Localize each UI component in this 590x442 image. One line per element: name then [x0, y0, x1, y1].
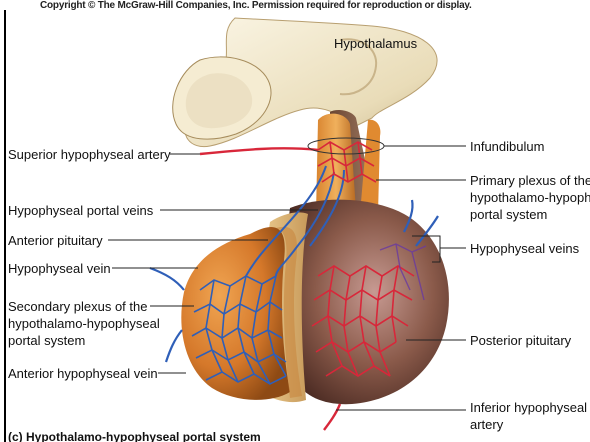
label-hypophyseal-portal-veins: Hypophyseal portal veins	[8, 203, 153, 218]
label-primary-plexus-line1: Primary plexus of the	[470, 173, 590, 188]
label-posterior-pituitary: Posterior pituitary	[470, 333, 571, 348]
posterior-pituitary-lobe	[283, 200, 449, 405]
label-anterior-pituitary: Anterior pituitary	[8, 233, 103, 248]
inferior-hypophyseal-artery-vessel	[324, 404, 340, 430]
label-primary-plexus-line3: portal system	[470, 207, 547, 222]
label-hypothalamus: Hypothalamus	[334, 36, 417, 51]
label-anterior-hypophyseal-vein: Anterior hypophyseal vein	[8, 366, 158, 381]
label-secondary-plexus-line3: portal system	[8, 333, 85, 348]
label-hypophyseal-veins: Hypophyseal veins	[470, 241, 579, 256]
label-inferior-hypophyseal-artery-line2: artery	[470, 417, 503, 432]
label-secondary-plexus-line2: hypothalamo-hypophyseal	[8, 316, 160, 331]
label-inferior-hypophyseal-artery-line1: Inferior hypophyseal	[470, 400, 587, 415]
label-secondary-plexus-line1: Secondary plexus of the	[8, 299, 147, 314]
superior-hypophyseal-artery-vessel	[200, 148, 318, 154]
label-superior-hypophyseal-artery: Superior hypophyseal artery	[8, 147, 171, 162]
copyright-notice: Copyright © The McGraw-Hill Companies, I…	[40, 0, 560, 11]
figure-caption: (c) Hypothalamo-hypophyseal portal syste…	[8, 430, 261, 442]
label-hypophyseal-vein: Hypophyseal vein	[8, 261, 111, 276]
label-primary-plexus-line2: hypothalamo-hypophyseal	[470, 190, 590, 205]
label-infundibulum: Infundibulum	[470, 139, 544, 154]
